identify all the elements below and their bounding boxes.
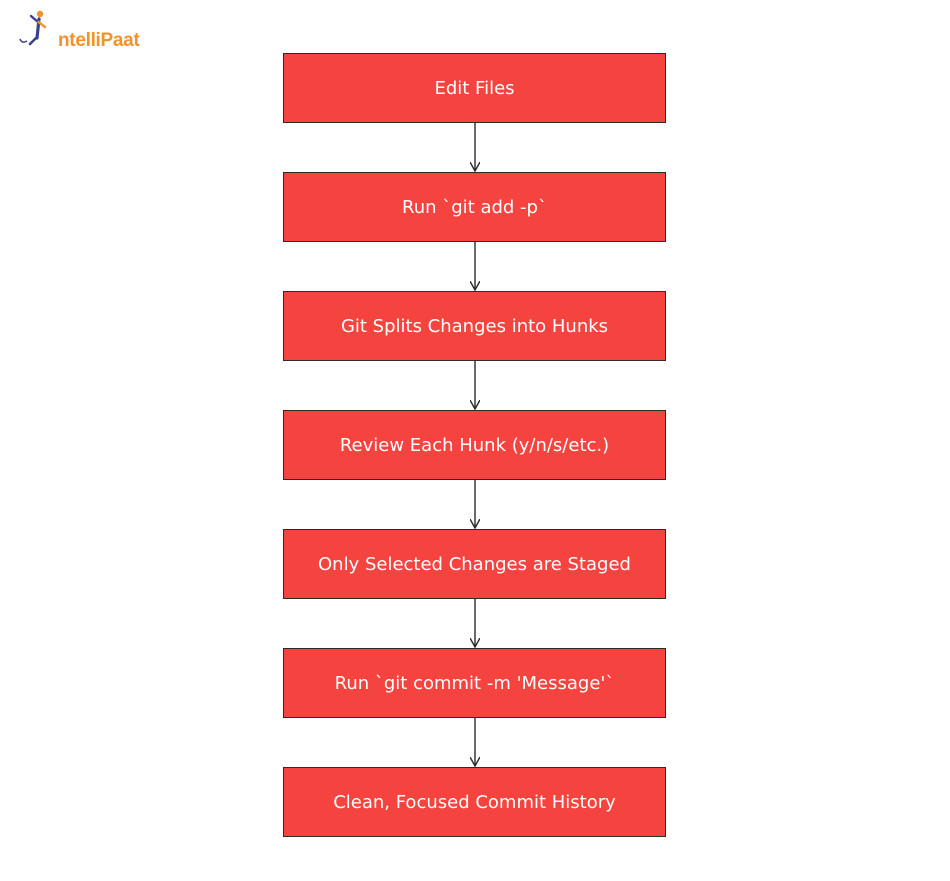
step-split-hunks: Git Splits Changes into Hunks bbox=[283, 291, 666, 361]
step-label: Git Splits Changes into Hunks bbox=[340, 315, 609, 337]
step-edit-files: Edit Files bbox=[283, 53, 666, 123]
step-label: Clean, Focused Commit History bbox=[333, 791, 616, 813]
logo-text: ntelliPaat bbox=[58, 30, 140, 51]
intellipaat-logo: ntelliPaat bbox=[18, 8, 148, 51]
step-selected-staged: Only Selected Changes are Staged bbox=[283, 529, 666, 599]
step-label: Edit Files bbox=[434, 77, 515, 99]
intellipaat-figure-logo-icon bbox=[19, 10, 47, 46]
step-label: Only Selected Changes are Staged bbox=[318, 553, 631, 575]
step-label: Run `git commit -m 'Message'` bbox=[334, 672, 615, 694]
step-label: Review Each Hunk (y/n/s/etc.) bbox=[339, 434, 610, 456]
step-label: Run `git add -p` bbox=[402, 196, 547, 218]
step-review-hunk: Review Each Hunk (y/n/s/etc.) bbox=[283, 410, 666, 480]
step-git-commit: Run `git commit -m 'Message'` bbox=[283, 648, 666, 718]
step-clean-history: Clean, Focused Commit History bbox=[283, 767, 666, 837]
step-git-add-p: Run `git add -p` bbox=[283, 172, 666, 242]
